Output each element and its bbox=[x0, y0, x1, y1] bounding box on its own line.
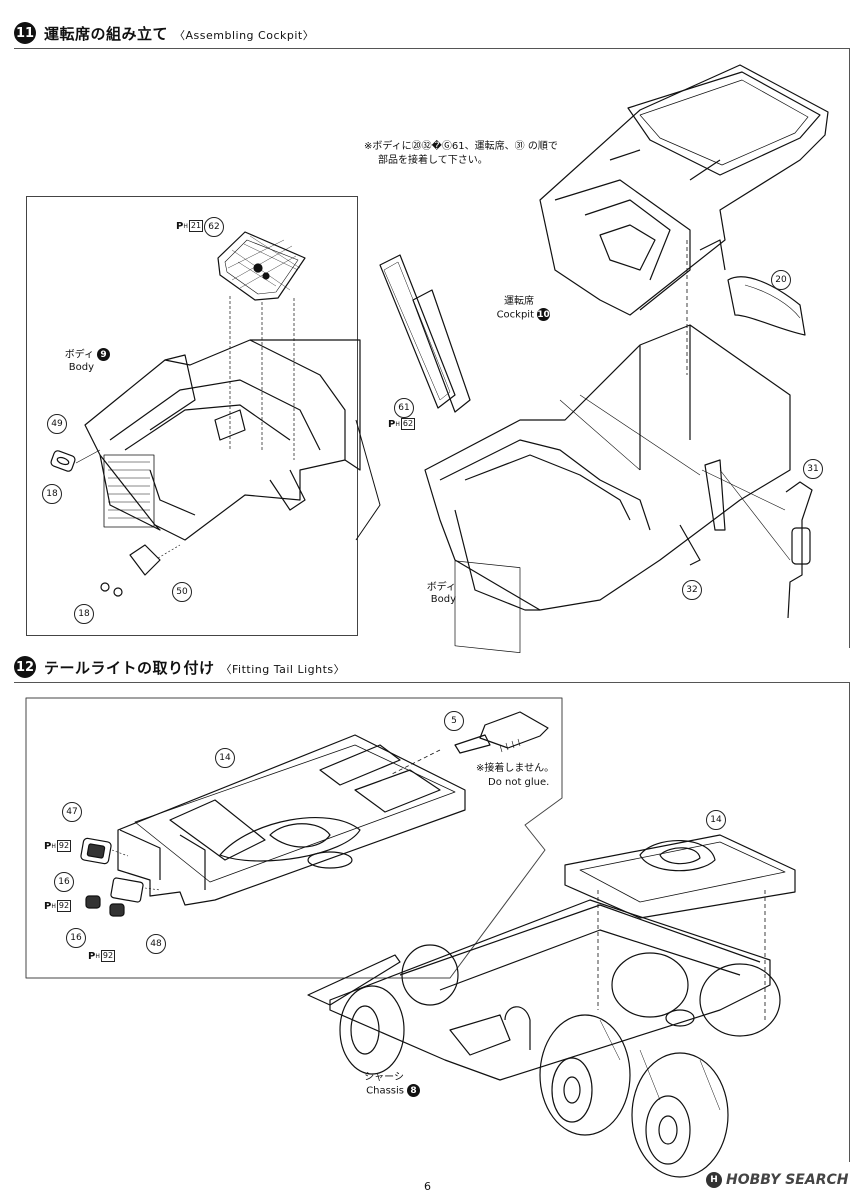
watermark: H HOBBY SEARCH bbox=[706, 1172, 848, 1188]
page-number: 6 bbox=[424, 1180, 431, 1193]
divider bbox=[849, 48, 850, 648]
part-5-drawing bbox=[389, 711, 549, 776]
chassis-step-badge: 8 bbox=[407, 1084, 420, 1097]
part-14-large-drawing bbox=[117, 734, 466, 906]
divider bbox=[849, 682, 850, 1162]
part-number-31: 31 bbox=[803, 459, 823, 479]
wheels-drawing bbox=[339, 944, 781, 1178]
part-number-14: 14 bbox=[706, 810, 726, 830]
part-61-drawing bbox=[379, 254, 471, 413]
step-11-illustration bbox=[50, 64, 829, 654]
part-20-drawing bbox=[727, 276, 806, 336]
part-number-16: 16 bbox=[54, 872, 74, 892]
cockpit-drawing bbox=[539, 64, 829, 316]
part-number-16: 16 bbox=[66, 928, 86, 948]
part-number-48: 48 bbox=[146, 934, 166, 954]
cockpit-step-badge: 10 bbox=[537, 308, 550, 321]
body-left-drawing bbox=[84, 339, 361, 541]
hobby-search-logo-icon: H bbox=[706, 1172, 722, 1188]
note-jp: ※接着しません。 bbox=[476, 763, 555, 774]
step-11-header: 11 運転席の組み立て〈Assembling Cockpit〉 bbox=[14, 22, 314, 44]
step-title-jp: 運転席の組み立て bbox=[44, 24, 169, 43]
note-line-2: 部品を接着して下さい。 bbox=[378, 155, 488, 166]
step-subtitle: 〈Assembling Cockpit〉 bbox=[174, 28, 315, 42]
step-title-jp: テールライトの取り付け bbox=[44, 658, 215, 677]
step-number-badge: 11 bbox=[14, 22, 36, 44]
part-number-61: 61 bbox=[394, 398, 414, 418]
part-number-62: 62 bbox=[204, 217, 224, 237]
no-glue-note: ※接着しません。 Do not glue. bbox=[476, 762, 554, 790]
note-line-1: ※ボディに⑳㉜�Ⓖ61、運転席、㉛ の順で bbox=[364, 141, 558, 152]
part-number-47: 47 bbox=[62, 802, 82, 822]
inset-panel-outline bbox=[25, 697, 563, 979]
note-en: Do not glue. bbox=[488, 777, 550, 788]
part-47-drawing bbox=[80, 837, 112, 865]
part-number-49: 49 bbox=[47, 414, 67, 434]
part-50-drawing bbox=[129, 544, 161, 576]
part-number-32: 32 bbox=[682, 580, 702, 600]
part-number-18: 18 bbox=[42, 484, 62, 504]
part-number-20: 20 bbox=[771, 270, 791, 290]
divider bbox=[14, 682, 850, 683]
assembly-order-note: ※ボディに⑳㉜�Ⓖ61、運転席、㉛ の順で 部品を接着して下さい。 bbox=[364, 140, 558, 168]
chassis-drawing bbox=[307, 834, 796, 1081]
body-step-badge: 9 bbox=[97, 348, 110, 361]
part-number-18: 18 bbox=[74, 604, 94, 624]
divider bbox=[14, 48, 850, 49]
part-number-50: 50 bbox=[172, 582, 192, 602]
step-subtitle: 〈Fitting Tail Lights〉 bbox=[220, 662, 346, 676]
pedal-plate-drawing bbox=[217, 231, 306, 460]
part-48-drawing bbox=[110, 877, 144, 903]
step-12-header: 12 テールライトの取り付け〈Fitting Tail Lights〉 bbox=[14, 656, 345, 678]
part-number-14: 14 bbox=[215, 748, 235, 768]
step-number-badge: 12 bbox=[14, 656, 36, 678]
body-right-drawing bbox=[424, 324, 791, 654]
step-title: 運転席の組み立て〈Assembling Cockpit〉 bbox=[44, 23, 314, 44]
body-label-right: ボディ Body bbox=[426, 582, 456, 605]
part-49-drawing bbox=[50, 450, 76, 472]
part-number-5: 5 bbox=[444, 711, 464, 731]
part-31-drawing bbox=[785, 481, 813, 619]
watermark-text: HOBBY SEARCH bbox=[726, 1172, 849, 1188]
step-title: テールライトの取り付け〈Fitting Tail Lights〉 bbox=[44, 657, 345, 678]
